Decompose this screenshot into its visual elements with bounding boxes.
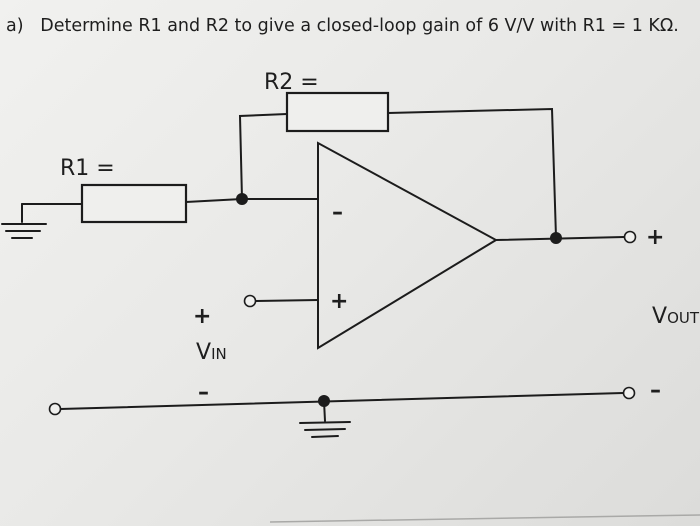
vin-plus-sign: + [193, 304, 212, 329]
vin-plus-terminal [243, 294, 257, 308]
question-part: a) [6, 16, 24, 36]
question-text: a) Determine R1 and R2 to give a closed-… [6, 16, 679, 36]
r1-label: R1 = [60, 156, 115, 181]
vin-subscript: IN [211, 345, 227, 363]
r1-ground-symbol [1, 203, 47, 239]
vout-label: VOUT [652, 306, 699, 328]
r2-label: R2 = [264, 70, 319, 95]
feedback-right-wire [387, 107, 557, 238]
vout-plus-sign: + [646, 225, 665, 250]
common-rail-wire [59, 392, 624, 410]
vout-minus-terminal [622, 386, 636, 400]
vout-minus-sign: – [650, 378, 661, 403]
noninverting-input-wire [255, 299, 319, 302]
vout-plus-terminal [623, 230, 637, 244]
vin-minus-sign: – [198, 380, 209, 405]
r2-resistor [285, 91, 390, 133]
vout-main: V [652, 304, 668, 329]
rail-left-terminal [48, 402, 62, 416]
output-node-dot [550, 232, 562, 244]
bottom-ground-symbol [299, 400, 351, 438]
vout-subscript: OUT [667, 309, 700, 327]
inverting-node-dot [236, 193, 248, 205]
r1-to-node-wire [185, 198, 243, 203]
r1-resistor [80, 183, 188, 224]
opamp-triangle [317, 141, 499, 350]
vin-label: VIN [196, 342, 227, 364]
opamp-plus-sign: + [330, 289, 349, 314]
opamp-minus-sign: – [332, 200, 343, 225]
question-body: Determine R1 and R2 to give a closed-loo… [40, 16, 679, 36]
paper-edge [269, 514, 700, 523]
feedback-left-wire [238, 113, 288, 200]
vin-main: V [196, 340, 212, 365]
